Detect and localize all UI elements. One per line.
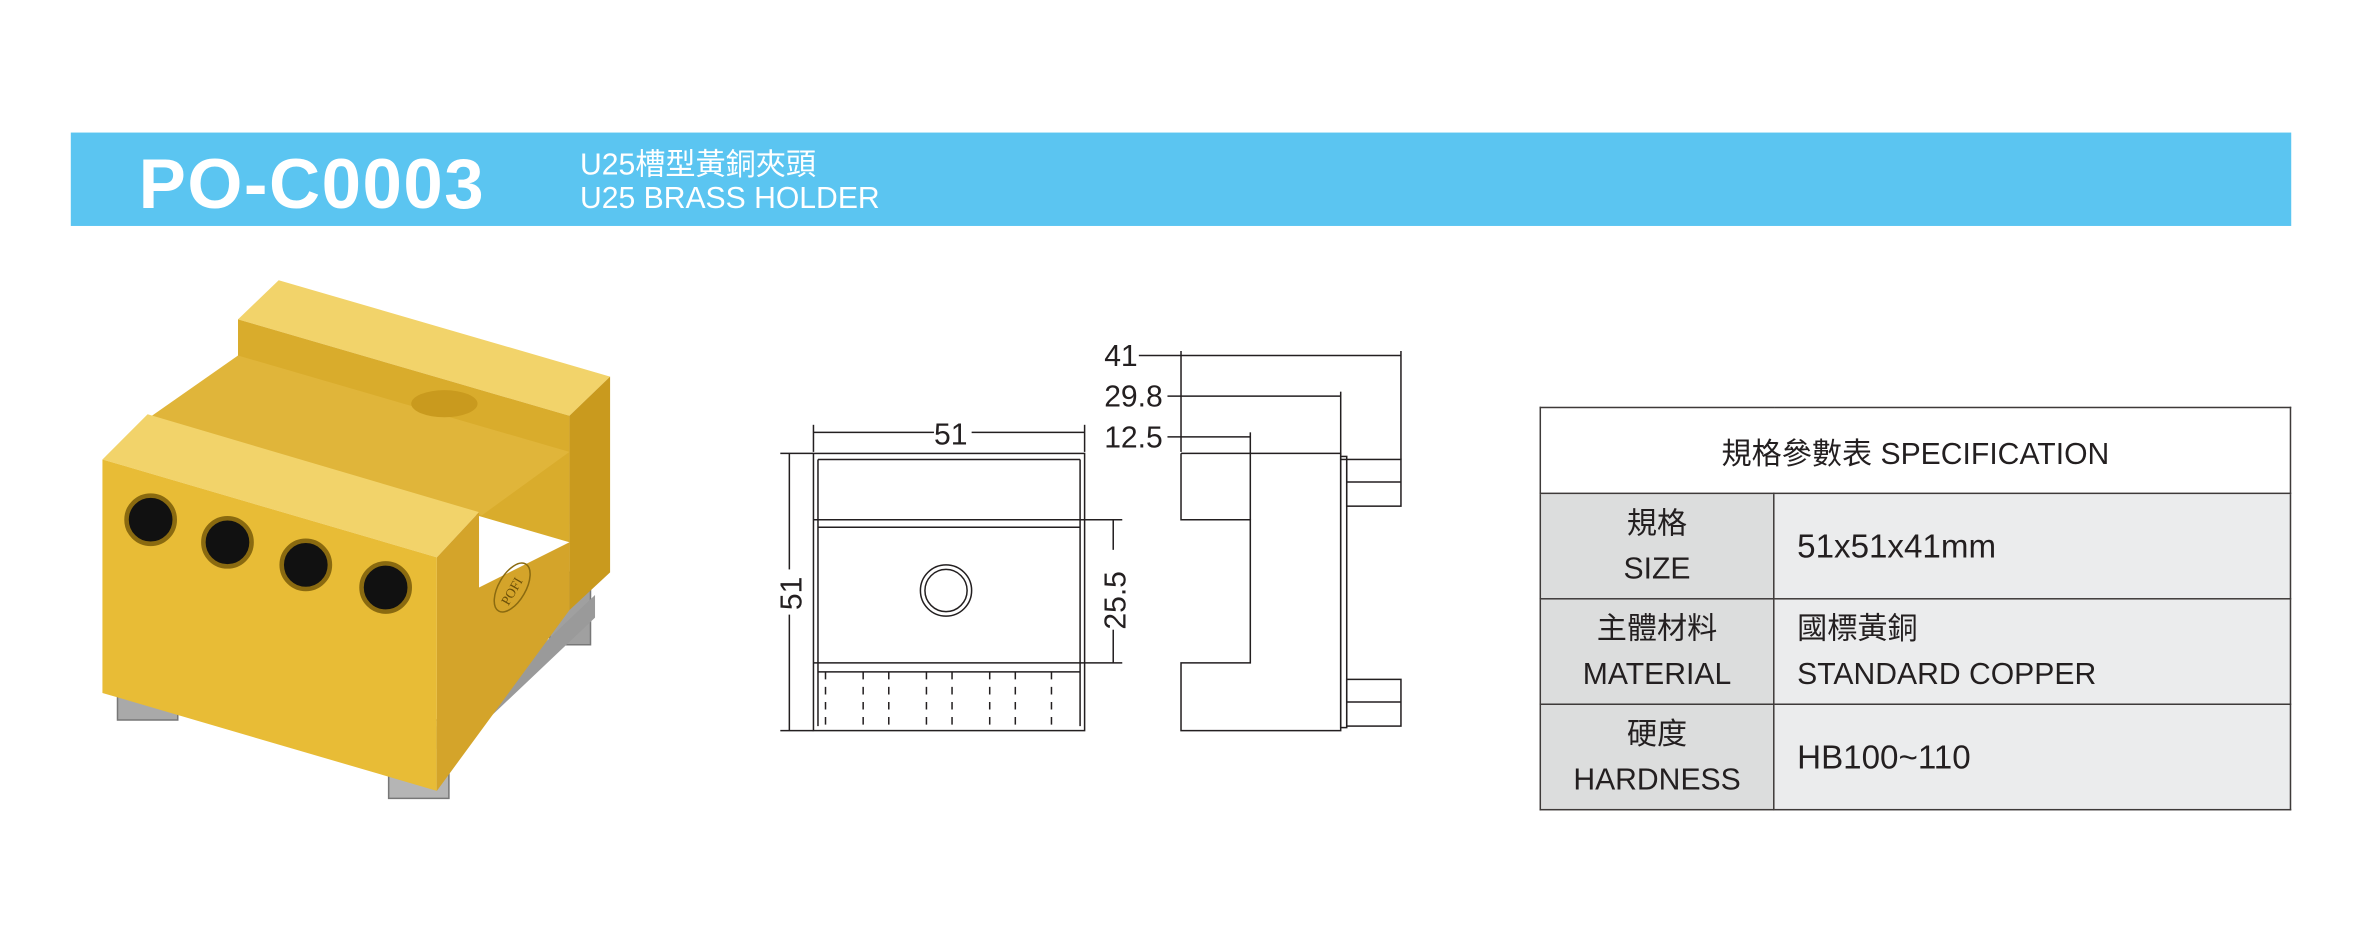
dim-depth-slot: 12.5 <box>1104 421 1163 454</box>
label-zh: 主體材料 <box>1596 612 1718 646</box>
front-view <box>812 452 1086 732</box>
value-en: HB100~110 <box>1773 703 2292 811</box>
slot-floor <box>147 355 570 516</box>
front-block-face <box>102 459 437 791</box>
label-zh: 規格 <box>1626 506 1688 541</box>
spec-row-hardness: 硬度 HARDNESS HB100~110 <box>1539 703 2292 811</box>
product-title-zh: U25槽型黃銅夾頭 <box>579 149 817 183</box>
technical-drawing: 51 51 25.5 41 29.8 12.5 <box>775 340 1402 732</box>
dim-depth-total: 41 <box>1104 340 1138 373</box>
back-wall-side <box>569 376 611 611</box>
title-banner: PO-C0003 U25槽型黃銅夾頭 U25 BRASS HOLDER <box>70 132 2292 226</box>
product-title-en: U25 BRASS HOLDER <box>579 182 880 216</box>
spec-table-title: 規格參數表 SPECIFICATION <box>1539 406 2292 495</box>
dim-front-height: 51 <box>775 577 808 611</box>
label-en: HARDNESS <box>1573 762 1741 797</box>
front-block-top <box>102 414 480 558</box>
dim-depth-body: 29.8 <box>1104 381 1163 414</box>
spec-row-material: 主體材料 MATERIAL 國標黃銅 STANDARD COPPER <box>1539 598 2292 705</box>
product-code: PO-C0003 <box>138 143 486 223</box>
label-zh: 硬度 <box>1626 717 1688 751</box>
back-wall-top <box>238 280 611 416</box>
label-en: SIZE <box>1623 552 1691 586</box>
product-illustration: POFI <box>102 280 611 800</box>
label-en: MATERIAL <box>1582 657 1732 691</box>
side-view <box>1180 452 1402 732</box>
dim-slot-height: 25.5 <box>1099 571 1132 630</box>
front-block-side <box>436 512 570 791</box>
value-en: 51x51x41mm <box>1773 492 2292 600</box>
dimension-lines <box>780 350 1402 732</box>
screw-hole-icons <box>124 493 413 614</box>
spec-row-size: 規格 SIZE 51x51x41mm <box>1539 492 2292 600</box>
dim-front-width: 51 <box>934 418 968 451</box>
value-zh: 國標黃銅 <box>1797 612 1918 646</box>
value-en: STANDARD COPPER <box>1797 657 2097 691</box>
spec-table: 規格參數表 SPECIFICATION 規格 SIZE 51x51x41mm 主體… <box>1539 406 2292 811</box>
